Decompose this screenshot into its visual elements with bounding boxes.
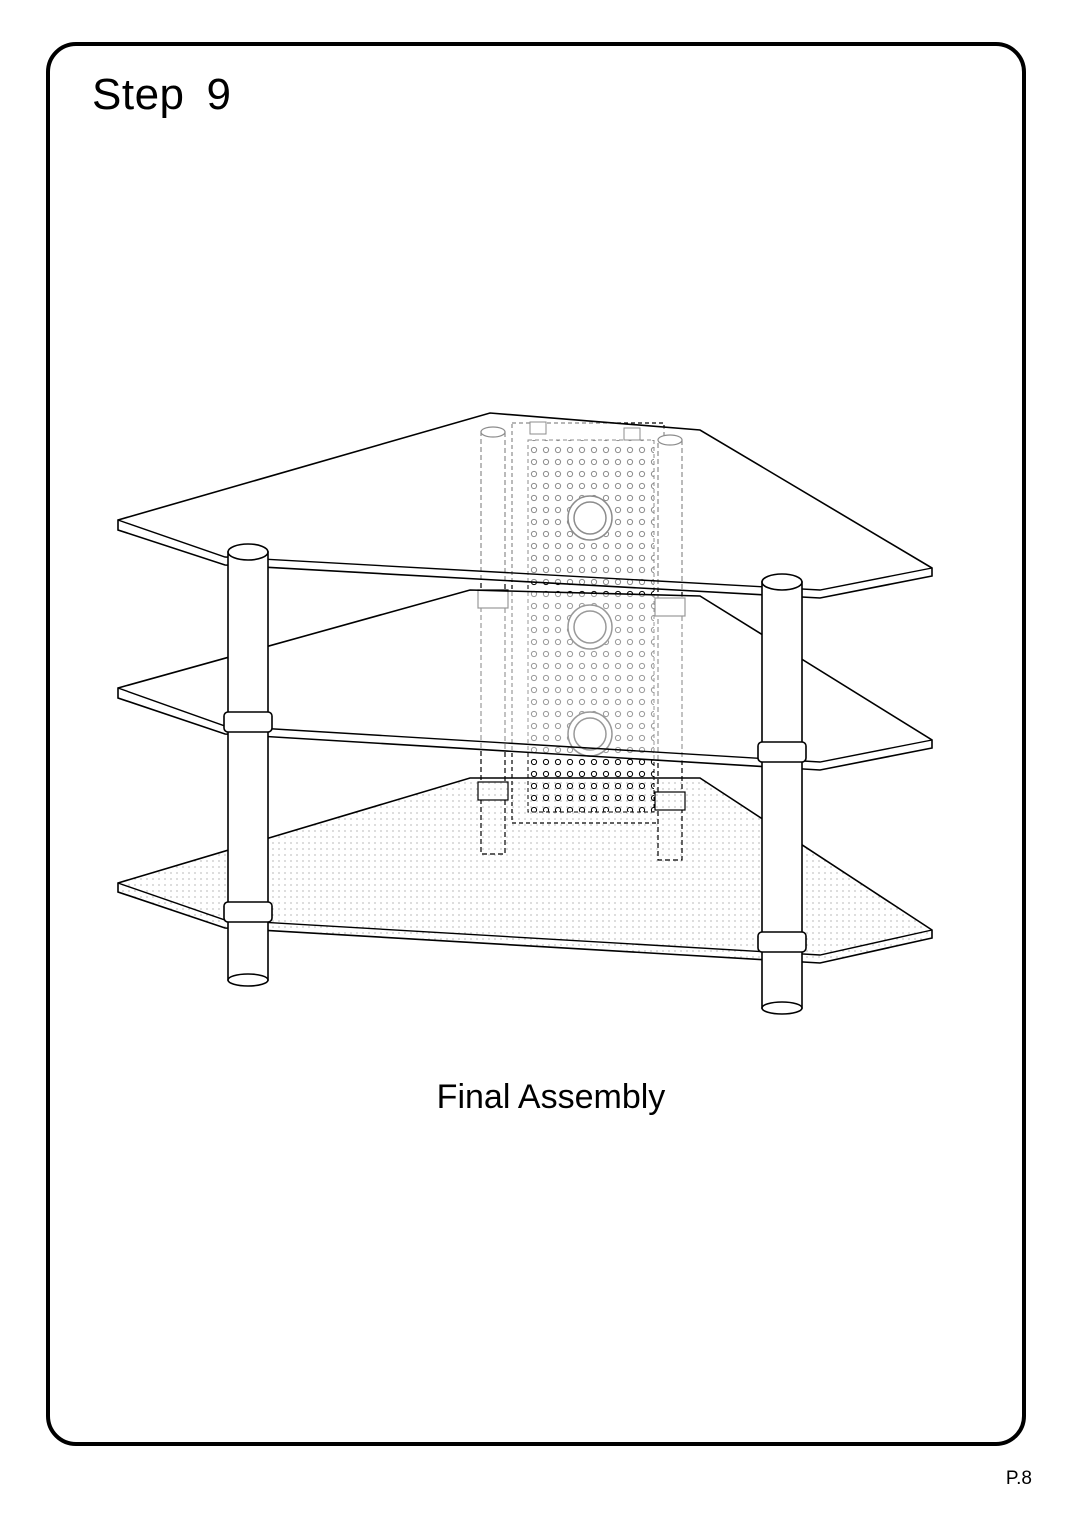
middle-shelf <box>117 589 933 771</box>
page-number: P.8 <box>1005 1468 1032 1489</box>
front-right-pole <box>757 573 807 1015</box>
step-label: Step <box>92 70 185 119</box>
page-border <box>46 42 1026 1446</box>
step-number: 9 <box>206 70 232 119</box>
front-left-pole <box>223 543 273 987</box>
step-heading: Step 9 <box>92 70 232 120</box>
caption: Final Assembly <box>436 1078 666 1116</box>
top-shelf <box>117 412 933 599</box>
bottom-shelf <box>117 777 933 964</box>
